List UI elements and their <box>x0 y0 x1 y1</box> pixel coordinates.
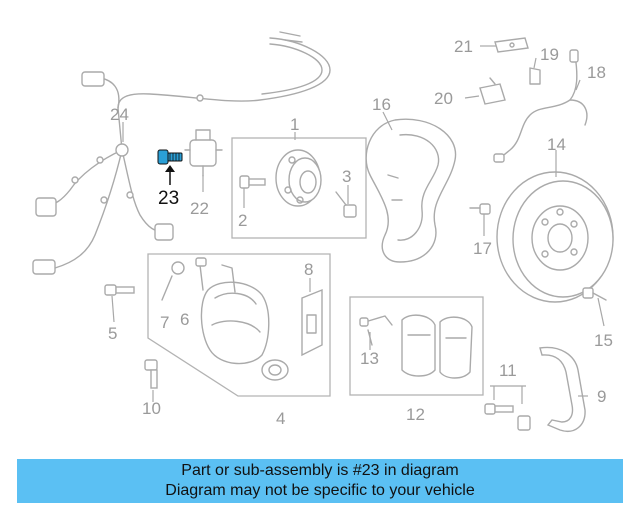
callout-14: 14 <box>547 135 566 154</box>
caliper-assembly-box <box>147 253 331 397</box>
wear-sensor-13 <box>359 315 393 346</box>
highlighted-bolt-23 <box>157 149 183 185</box>
callout-13: 13 <box>360 349 379 368</box>
hub-assembly-box <box>231 137 367 239</box>
callout-3: 3 <box>342 167 351 186</box>
caliper-pin-6 <box>195 257 207 291</box>
callout-6: 6 <box>180 310 189 329</box>
callout-19: 19 <box>540 45 559 64</box>
banner-line-2: Diagram may not be specific to your vehi… <box>165 482 475 499</box>
callout-9: 9 <box>597 387 606 406</box>
info-banner: Part or sub-assembly is #23 in diagram D… <box>17 459 623 503</box>
shield-bolt-17 <box>469 203 491 215</box>
bracket-21 <box>494 37 529 53</box>
brake-line <box>493 49 588 163</box>
callout-11: 11 <box>499 361 517 380</box>
callout-22: 22 <box>190 199 209 218</box>
wheel-hub <box>275 149 322 207</box>
wiring-harness <box>32 31 331 275</box>
brake-hose-bracket-9 <box>539 346 586 432</box>
callout-21: 21 <box>454 37 473 56</box>
brake-caliper <box>200 264 270 365</box>
callout-16: 16 <box>372 95 391 114</box>
brake-pads <box>401 314 473 379</box>
brake-pad-8 <box>301 288 323 357</box>
bracket-20 <box>479 77 506 105</box>
callout-17: 17 <box>473 239 492 258</box>
callout-8: 8 <box>304 260 313 279</box>
caliper-bolt-5 <box>104 284 135 296</box>
caliper-piston-seal <box>261 359 289 381</box>
callout-1: 1 <box>290 115 299 134</box>
hardware-kit-11 <box>484 385 531 431</box>
callout-5: 5 <box>108 324 117 343</box>
clip-19 <box>529 67 541 85</box>
rotor-screw-15 <box>582 287 607 301</box>
callout-2: 2 <box>238 211 247 230</box>
brake-pad-kit-box <box>349 296 484 396</box>
callout-4: 4 <box>276 409 285 428</box>
sensor-part-22 <box>184 129 223 177</box>
leader-lines <box>111 45 605 402</box>
callout-12: 12 <box>406 405 425 424</box>
splash-shield <box>365 118 457 263</box>
callout-7: 7 <box>160 313 169 332</box>
hub-bolt-2 <box>239 175 266 189</box>
caliper-bolt-10 <box>144 359 158 389</box>
callout-labels: 1 2 3 4 5 6 7 8 9 10 11 12 13 14 15 16 1… <box>108 37 613 428</box>
brake-rotor <box>496 171 614 303</box>
callout-23-highlighted: 23 <box>158 188 179 209</box>
callout-10: 10 <box>142 399 161 418</box>
guide-bolt-7 <box>161 261 185 301</box>
hub-bolt-3 <box>335 191 357 218</box>
callout-20: 20 <box>434 89 453 108</box>
banner-line-1: Part or sub-assembly is #23 in diagram <box>181 462 459 479</box>
callout-18: 18 <box>587 63 606 82</box>
callout-24: 24 <box>110 105 129 124</box>
callout-15: 15 <box>594 331 613 350</box>
